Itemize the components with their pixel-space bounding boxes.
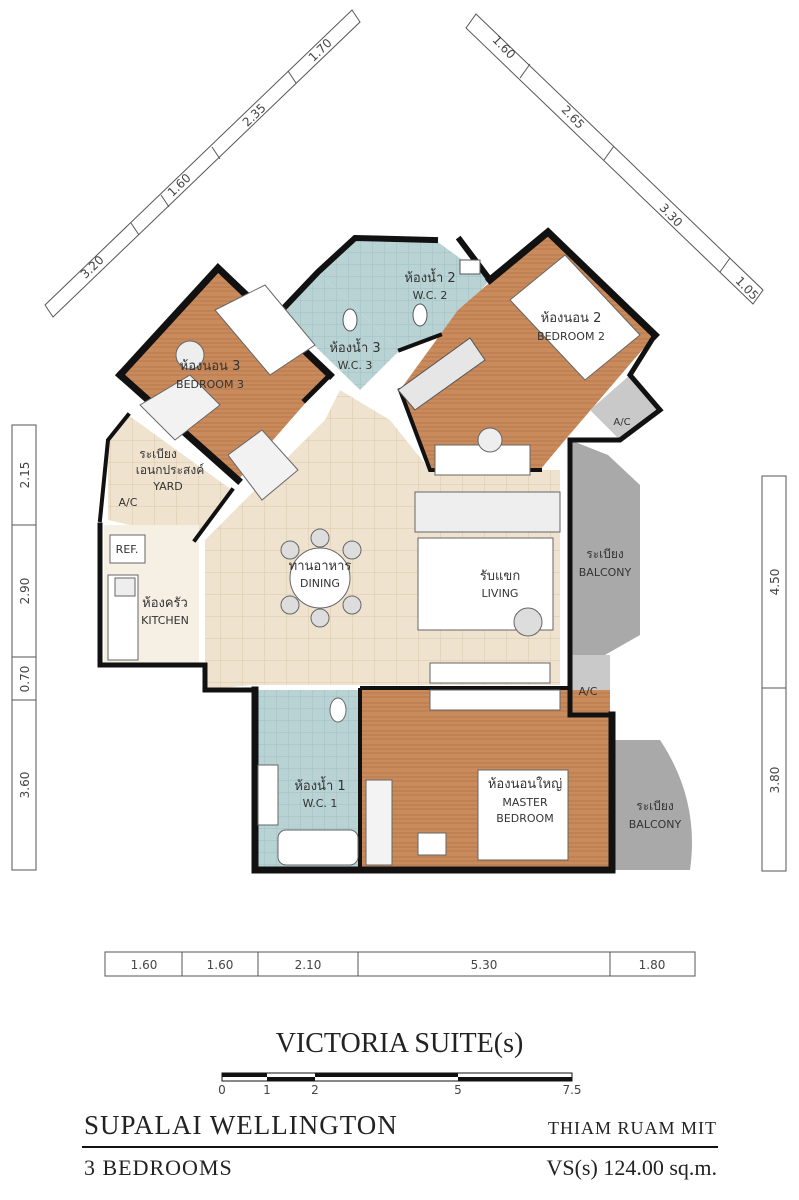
- dimension-strip-top-left: 3.20 1.60 2.35 1.70: [44, 9, 361, 318]
- toilet1: [329, 697, 347, 723]
- dim-bottom-4: 5.30: [471, 958, 498, 972]
- project-name: SUPALAI WELLINGTON: [84, 1110, 398, 1140]
- dim-left-3: 0.70: [18, 666, 32, 693]
- dim-bottom-1: 1.60: [131, 958, 158, 972]
- balcony2-label-th: ระเบียง: [636, 799, 674, 813]
- wc3-floor: [280, 272, 400, 390]
- kitchen-sink: [114, 577, 136, 597]
- walls: [97, 227, 664, 874]
- yard-label-th2: เอนกประสงค์: [136, 463, 205, 477]
- ref-box: [109, 534, 146, 564]
- furniture: [107, 254, 641, 866]
- scale-tick-1: 1: [263, 1083, 271, 1097]
- dim-bottom-2: 1.60: [207, 958, 234, 972]
- yard-label-th1: ระเบียง: [139, 447, 177, 461]
- scale-tick-0: 0: [218, 1083, 226, 1097]
- toilet2: [412, 303, 428, 327]
- project-location: THIAM RUAM MIT: [548, 1118, 717, 1138]
- dimension-strip-right: 4.50 3.80: [761, 475, 787, 872]
- balcony1-label-en: BALCONY: [579, 566, 632, 579]
- balcony2-label-en: BALCONY: [629, 818, 682, 831]
- living-label-th: รับแขก: [480, 569, 520, 584]
- bathtub: [277, 829, 359, 866]
- master-label-en1: MASTER: [502, 796, 548, 809]
- wc1-label-th: ห้องน้ำ 1: [294, 776, 345, 794]
- balcony1-label-th: ระเบียง: [586, 547, 624, 561]
- bedroom2-label-en: BEDROOM 2: [537, 330, 605, 343]
- dining-label-th: ทานอาหาร: [289, 559, 352, 574]
- dimension-strip-left: 2.15 2.90 0.70 3.60: [11, 424, 37, 871]
- yard-label-en: YARD: [152, 480, 183, 493]
- unit-type-title: VICTORIA SUITE(s): [275, 1028, 524, 1059]
- living-label-en: LIVING: [482, 587, 519, 600]
- bed3: [214, 284, 316, 376]
- dimension-strip-top-right: 1.60 2.65 3.30 1.05: [465, 13, 764, 305]
- dim-right-2: 3.80: [768, 767, 782, 794]
- scale-tick-5: 5: [454, 1083, 462, 1097]
- balcony1-floor: [570, 440, 640, 655]
- scale-tick-2: 2: [311, 1083, 319, 1097]
- dining-table: [289, 547, 351, 609]
- sink2: [459, 259, 481, 275]
- yard-floor: [108, 415, 232, 540]
- sofa: [414, 491, 561, 533]
- wardrobe2: [397, 337, 486, 411]
- dining-label-en: DINING: [300, 577, 340, 590]
- bedroom3-label-th: ห้องนอน 3: [180, 359, 241, 374]
- wc2-label-th: ห้องน้ำ 2: [404, 268, 455, 286]
- scale-bar: 0 1 2 5 7.5: [218, 1072, 582, 1097]
- yard-label-ac: A/C: [119, 496, 138, 509]
- master-bed: [477, 769, 569, 861]
- desk3: [139, 374, 221, 441]
- chair2: [477, 427, 503, 453]
- dim-left-1: 2.15: [18, 462, 32, 489]
- tv-cabinet: [429, 662, 551, 684]
- bedroom-count: 3 BEDROOMS: [84, 1155, 233, 1180]
- wardrobe3: [227, 429, 299, 501]
- master-label-en2: BEDROOM: [496, 812, 553, 825]
- scale-tick-7-5: 7.5: [562, 1083, 581, 1097]
- ac-top-label: A/C: [613, 417, 630, 428]
- kitchen-label-th: ห้องครัว: [142, 596, 188, 611]
- dim-left-4: 3.60: [18, 772, 32, 799]
- dim-left-2: 2.90: [18, 578, 32, 605]
- dim-right-1: 4.50: [768, 569, 782, 596]
- wc3-label-en: W.C. 3: [338, 359, 373, 372]
- master-wardrobe: [365, 779, 393, 866]
- wc2-floor: [318, 238, 490, 350]
- armchair: [513, 607, 543, 637]
- master-desk: [429, 689, 561, 711]
- master-dresser: [417, 832, 447, 856]
- ac-right-label: A/C: [579, 685, 598, 698]
- wc1-counter: [257, 764, 279, 826]
- wc2-label-en: W.C. 2: [413, 289, 448, 302]
- unit-area: VS(s) 124.00 sq.m.: [546, 1155, 717, 1180]
- wc1-label-en: W.C. 1: [303, 797, 338, 810]
- dim-bottom-5: 1.80: [639, 958, 666, 972]
- room-labels: ห้องนอน 3 BEDROOM 3 ห้องน้ำ 3 W.C. 3 ห้อ…: [116, 268, 682, 831]
- ref-label: REF.: [116, 543, 139, 556]
- wc3-label-th: ห้องน้ำ 3: [329, 338, 380, 356]
- dim-bottom-3: 2.10: [295, 958, 322, 972]
- balcony2-floor: [612, 740, 692, 870]
- kitchen-label-en: KITCHEN: [141, 614, 189, 627]
- toilet3: [342, 308, 358, 332]
- bedroom2-label-th: ห้องนอน 2: [541, 311, 602, 326]
- dimension-strip-bottom: 1.60 1.60 2.10 5.30 1.80: [104, 951, 696, 977]
- bed3-pillow: [175, 340, 205, 370]
- bed2: [509, 254, 641, 381]
- master-label-th: ห้องนอนใหญ่: [488, 776, 562, 792]
- bedroom3-label-en: BEDROOM 3: [176, 378, 244, 391]
